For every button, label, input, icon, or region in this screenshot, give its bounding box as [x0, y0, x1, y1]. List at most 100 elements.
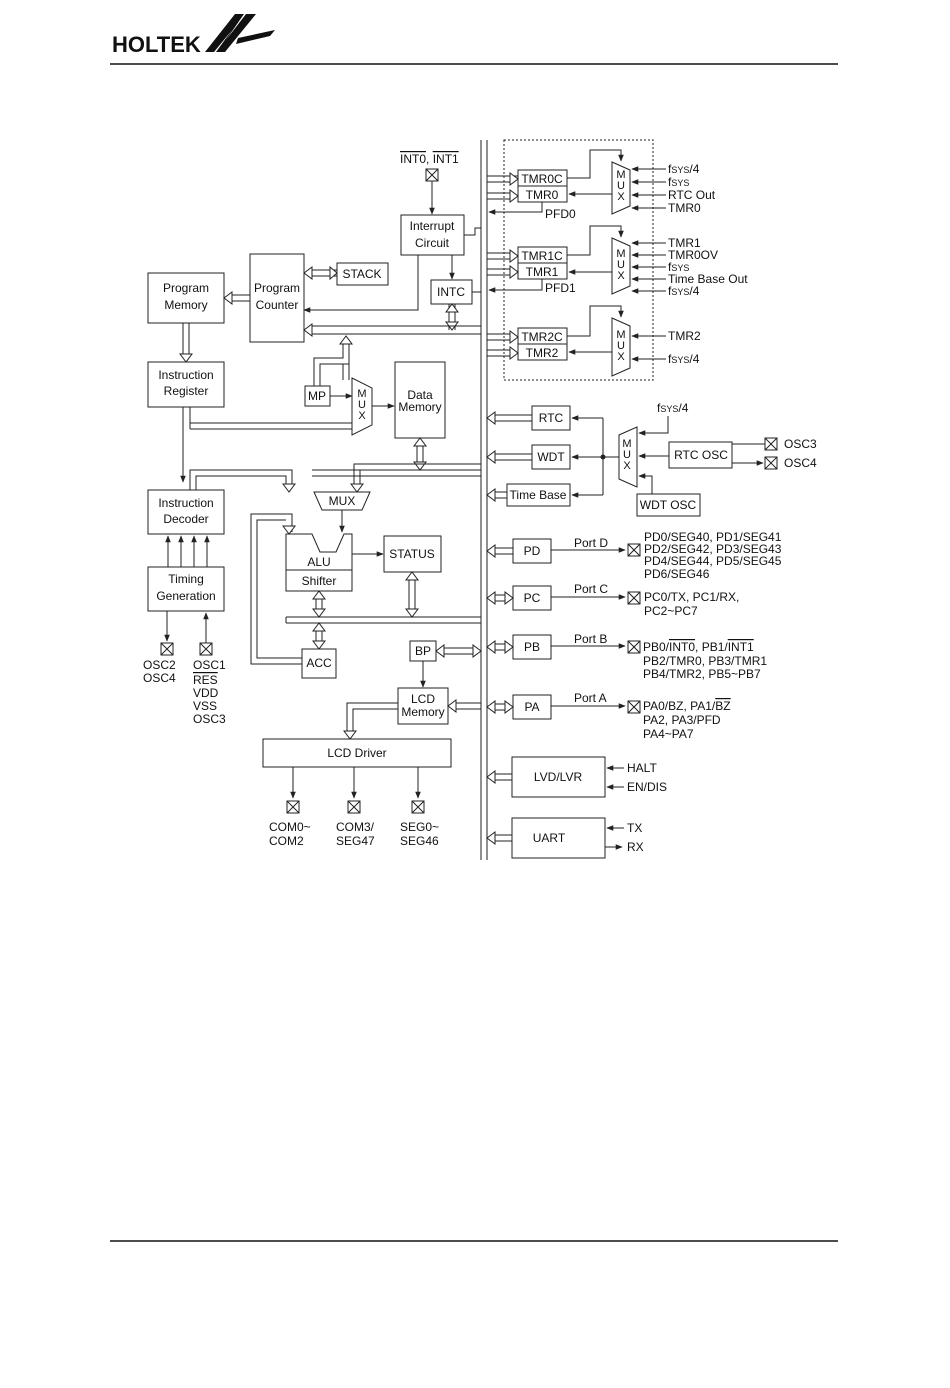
- svg-text:TMR2C: TMR2C: [521, 330, 563, 344]
- svg-text:TMR0C: TMR0C: [521, 172, 563, 186]
- svg-text:RES: RES: [193, 673, 218, 687]
- svg-text:M: M: [357, 388, 366, 400]
- lvd-inputs: HALT EN/DIS: [606, 761, 667, 794]
- svg-text:Time Base Out: Time Base Out: [668, 272, 748, 286]
- svg-text:WDT: WDT: [537, 450, 565, 464]
- pc-bus-link: [303, 323, 481, 337]
- brand-name: HOLTEK: [112, 32, 201, 57]
- svg-text:SEG47: SEG47: [336, 834, 375, 848]
- lcd-memory-to-driver: [343, 702, 398, 740]
- program-counter-block: Program Counter: [249, 253, 305, 343]
- lcd-driver-block: LCD Driver: [262, 738, 452, 768]
- svg-text:COM3/: COM3/: [336, 820, 375, 834]
- svg-text:MP: MP: [308, 389, 326, 403]
- timer-group-outline: [503, 139, 654, 381]
- svg-text:Circuit: Circuit: [415, 236, 450, 250]
- svg-text:PA4~PA7: PA4~PA7: [643, 727, 694, 741]
- port-b: Port B PB0/INT0, PB1/INT1 PB2/TMR0, PB3/…: [551, 632, 767, 681]
- svg-text:U: U: [617, 259, 625, 271]
- svg-text:MUX: MUX: [329, 494, 356, 508]
- uart-pins: TX RX: [605, 821, 644, 854]
- time-base-block: Time Base: [506, 483, 571, 507]
- osc-pins: OSC2 OSC4 OSC1 RES VDD VSS OSC3: [143, 611, 226, 726]
- svg-text:X: X: [358, 410, 366, 422]
- svg-text:Port B: Port B: [574, 632, 607, 646]
- rtc-block: RTC: [531, 405, 571, 431]
- svg-text:TX: TX: [627, 821, 642, 835]
- svg-text:OSC1: OSC1: [193, 658, 226, 672]
- acc-feedback: [250, 513, 302, 665]
- program-memory-block: Program Memory: [147, 272, 225, 324]
- svg-text:X: X: [617, 351, 625, 363]
- svg-text:X: X: [617, 191, 625, 203]
- svg-text:fSYS: fSYS: [668, 260, 689, 274]
- timing-to-decoder-arrows: [165, 535, 210, 567]
- tmr0-bus-links: [487, 172, 519, 203]
- svg-text:PB2/TMR0, PB3/TMR1: PB2/TMR0, PB3/TMR1: [643, 654, 767, 668]
- svg-text:VDD: VDD: [193, 686, 219, 700]
- lcd-memory-bus-link: [447, 699, 481, 713]
- svg-text:fSYS/4: fSYS/4: [668, 284, 700, 298]
- svg-text:Timing: Timing: [168, 572, 204, 586]
- svg-text:Memory: Memory: [164, 298, 207, 312]
- svg-text:OSC2: OSC2: [143, 658, 176, 672]
- svg-text:PD2/SEG42, PD3/SEG43: PD2/SEG42, PD3/SEG43: [644, 542, 782, 556]
- bp-bus-link: [435, 644, 482, 658]
- data-memory-block: Data Memory: [394, 361, 446, 439]
- rtc-fsys-input: fSYS/4: [638, 401, 689, 436]
- pfd1-label: PFD1: [545, 281, 576, 295]
- lcd-memory-block: LCD Memory: [397, 687, 449, 725]
- internal-bus: [189, 407, 481, 477]
- svg-text:U: U: [617, 180, 625, 192]
- rtc-osc-block: RTC OSC: [668, 441, 733, 469]
- svg-text:PD6/SEG46: PD6/SEG46: [644, 567, 710, 581]
- rtc-mux-distribution: [571, 415, 619, 498]
- pc-to-pm-arrow: [223, 291, 250, 305]
- svg-text:fSYS/4: fSYS/4: [668, 352, 700, 366]
- tmr2-bus-links: [487, 330, 519, 360]
- svg-text:Interrupt: Interrupt: [410, 219, 455, 233]
- svg-text:ALU: ALU: [307, 555, 330, 569]
- pd-block: PD: [512, 538, 552, 564]
- svg-text:OSC4: OSC4: [143, 671, 176, 685]
- svg-text:Decoder: Decoder: [163, 512, 208, 526]
- svg-text:TMR1C: TMR1C: [521, 249, 563, 263]
- svg-text:Port C: Port C: [574, 582, 608, 596]
- svg-text:TMR0: TMR0: [668, 201, 701, 215]
- pc-block: PC: [512, 585, 552, 611]
- svg-text:M: M: [616, 329, 625, 341]
- svg-text:PA2, PA3/PFD: PA2, PA3/PFD: [643, 713, 721, 727]
- int-pin: INT0, INT1: [400, 152, 459, 215]
- pc-bus-link-port: [486, 591, 514, 605]
- mux-tmr0: M U X: [611, 161, 631, 215]
- tmr1c-block: TMR1C: [517, 246, 568, 264]
- uart-bus-link: [486, 831, 512, 845]
- svg-text:LCD: LCD: [411, 692, 435, 706]
- svg-text:Port A: Port A: [574, 691, 607, 705]
- lvd-lvr-block: LVD/LVR: [511, 756, 606, 798]
- lvd-bus-link: [486, 770, 512, 784]
- bus-to-mux: [350, 463, 481, 493]
- alu-mux: MUX: [313, 491, 371, 511]
- status-block: STATUS: [383, 535, 442, 573]
- svg-text:TMR0: TMR0: [526, 188, 559, 202]
- svg-text:RTC Out: RTC Out: [668, 188, 716, 202]
- status-bus-link: [405, 571, 419, 618]
- svg-text:PC2~PC7: PC2~PC7: [644, 604, 698, 618]
- svg-text:PB4/TMR2, PB5~PB7: PB4/TMR2, PB5~PB7: [643, 667, 761, 681]
- mp-bus-link: [313, 335, 353, 386]
- tmr1-block: TMR1: [517, 262, 568, 280]
- port-c: Port C PC0/TX, PC1/RX, PC2~PC7: [551, 582, 739, 618]
- svg-text:Instruction: Instruction: [158, 496, 213, 510]
- uart-block: UART: [511, 817, 606, 859]
- svg-text:COM0~: COM0~: [269, 820, 311, 834]
- alu-bus: [285, 616, 481, 624]
- svg-text:TMR2: TMR2: [668, 329, 701, 343]
- svg-text:fSYS/4: fSYS/4: [657, 401, 689, 415]
- rtc-osc-pins: OSC3 OSC4: [732, 437, 817, 470]
- svg-text:Counter: Counter: [256, 298, 299, 312]
- svg-text:SEG0~: SEG0~: [400, 820, 439, 834]
- ir-to-decoder: [180, 407, 296, 493]
- instruction-register-block: Instruction Register: [147, 361, 225, 408]
- tmr1-bus-links: [487, 249, 519, 279]
